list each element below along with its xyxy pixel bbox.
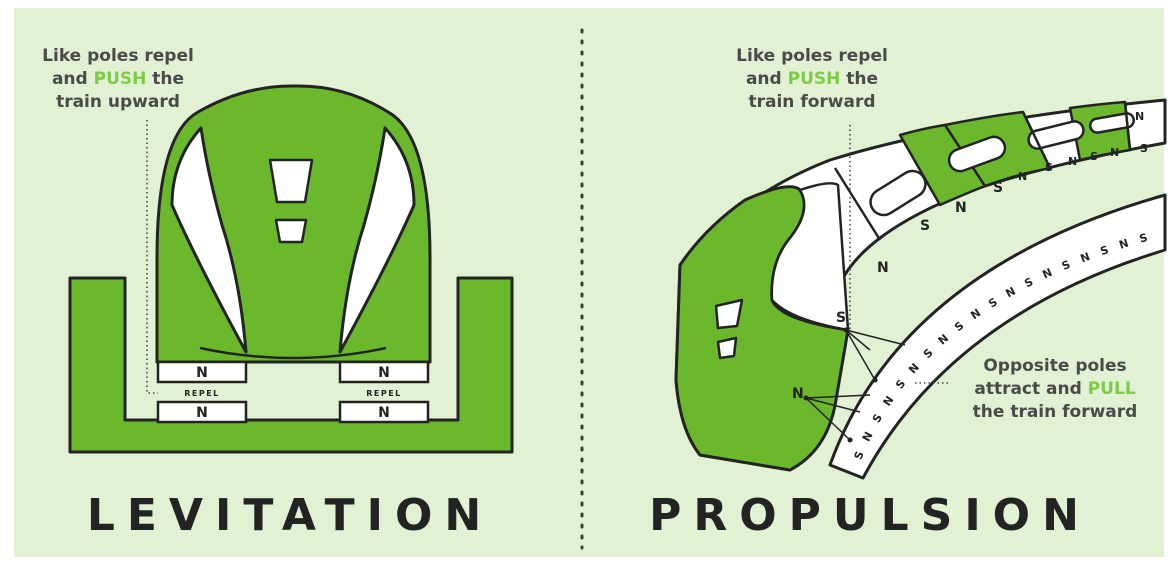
magnet-guide-right-pole: N [378,405,390,421]
attraction-lines [805,329,906,441]
propulsion-headlight-upper [714,298,744,330]
train-pole-1: N [877,260,889,276]
train-front-pole-n: N [792,386,804,402]
train-pole-6: S [1045,161,1053,174]
train-pole-10: S [1140,142,1148,155]
train-pole-9: N [1110,146,1119,159]
propulsion-car-divider-2 [1021,111,1052,169]
train-pole-3: N [955,200,967,216]
levitation-callout-line2: and PUSH the [52,69,184,89]
levitation-skirt-line [199,346,387,360]
magnet-guide-left-pole: N [196,405,208,421]
train-pole-8: S [1090,150,1098,163]
propulsion-headlight-lower [716,336,738,360]
train-pole-5: N [1018,170,1027,183]
levitation-left-window [170,126,248,354]
levitation-headlight-upper [268,158,314,204]
magnet-guide-right [338,400,430,424]
propulsion-window-2 [947,135,1007,173]
levitation-right-window [338,126,416,354]
propulsion-top-callout-line1: Like poles repel [736,46,888,66]
levitation-callout-line3: train upward [56,92,180,112]
train-pole-2: S [920,218,930,234]
train-pole-4: S [993,180,1003,196]
train-front-pole-s: S [836,310,846,326]
propulsion-side-callout-line3: the train forward [973,402,1138,422]
magnet-guide-left [156,400,248,424]
propulsion-windshield [770,182,850,332]
levitation-title: LEVITATION [87,490,493,541]
magnet-train-left [156,360,248,384]
propulsion-side-callout-line2: attract and PULL [974,379,1135,399]
propulsion-side-callout-line1: Opposite poles [983,356,1126,376]
magnet-train-right-pole: N [378,365,390,381]
magnet-train-right [338,360,430,384]
propulsion-top-callout-line3: train forward [748,92,875,112]
levitation-guideway [68,276,514,454]
levitation-headlight-lower [274,218,308,244]
magnet-train-left-pole: N [196,365,208,381]
propulsion-guideway [828,193,1167,480]
propulsion-title: PROPULSION [649,490,1091,541]
attraction-dots [803,327,878,443]
train-pole-11: N [1135,110,1144,123]
repel-label-left: REPEL [184,389,220,398]
propulsion-window-1 [869,169,927,217]
propulsion-car-divider-3 [1123,101,1132,151]
levitation-panel: N N N N REPEL REPEL Like poles repel and… [42,46,514,541]
train-pole-7: N [1068,155,1077,168]
levitation-callout-leader [146,120,158,394]
repel-label-right: REPEL [366,389,402,398]
propulsion-window-4 [1088,112,1136,134]
propulsion-top-callout-line2: and PUSH the [746,69,878,89]
propulsion-car-divider-1 [833,167,882,241]
levitation-callout-line1: Like poles repel [42,46,194,66]
propulsion-window-3 [1027,120,1085,150]
